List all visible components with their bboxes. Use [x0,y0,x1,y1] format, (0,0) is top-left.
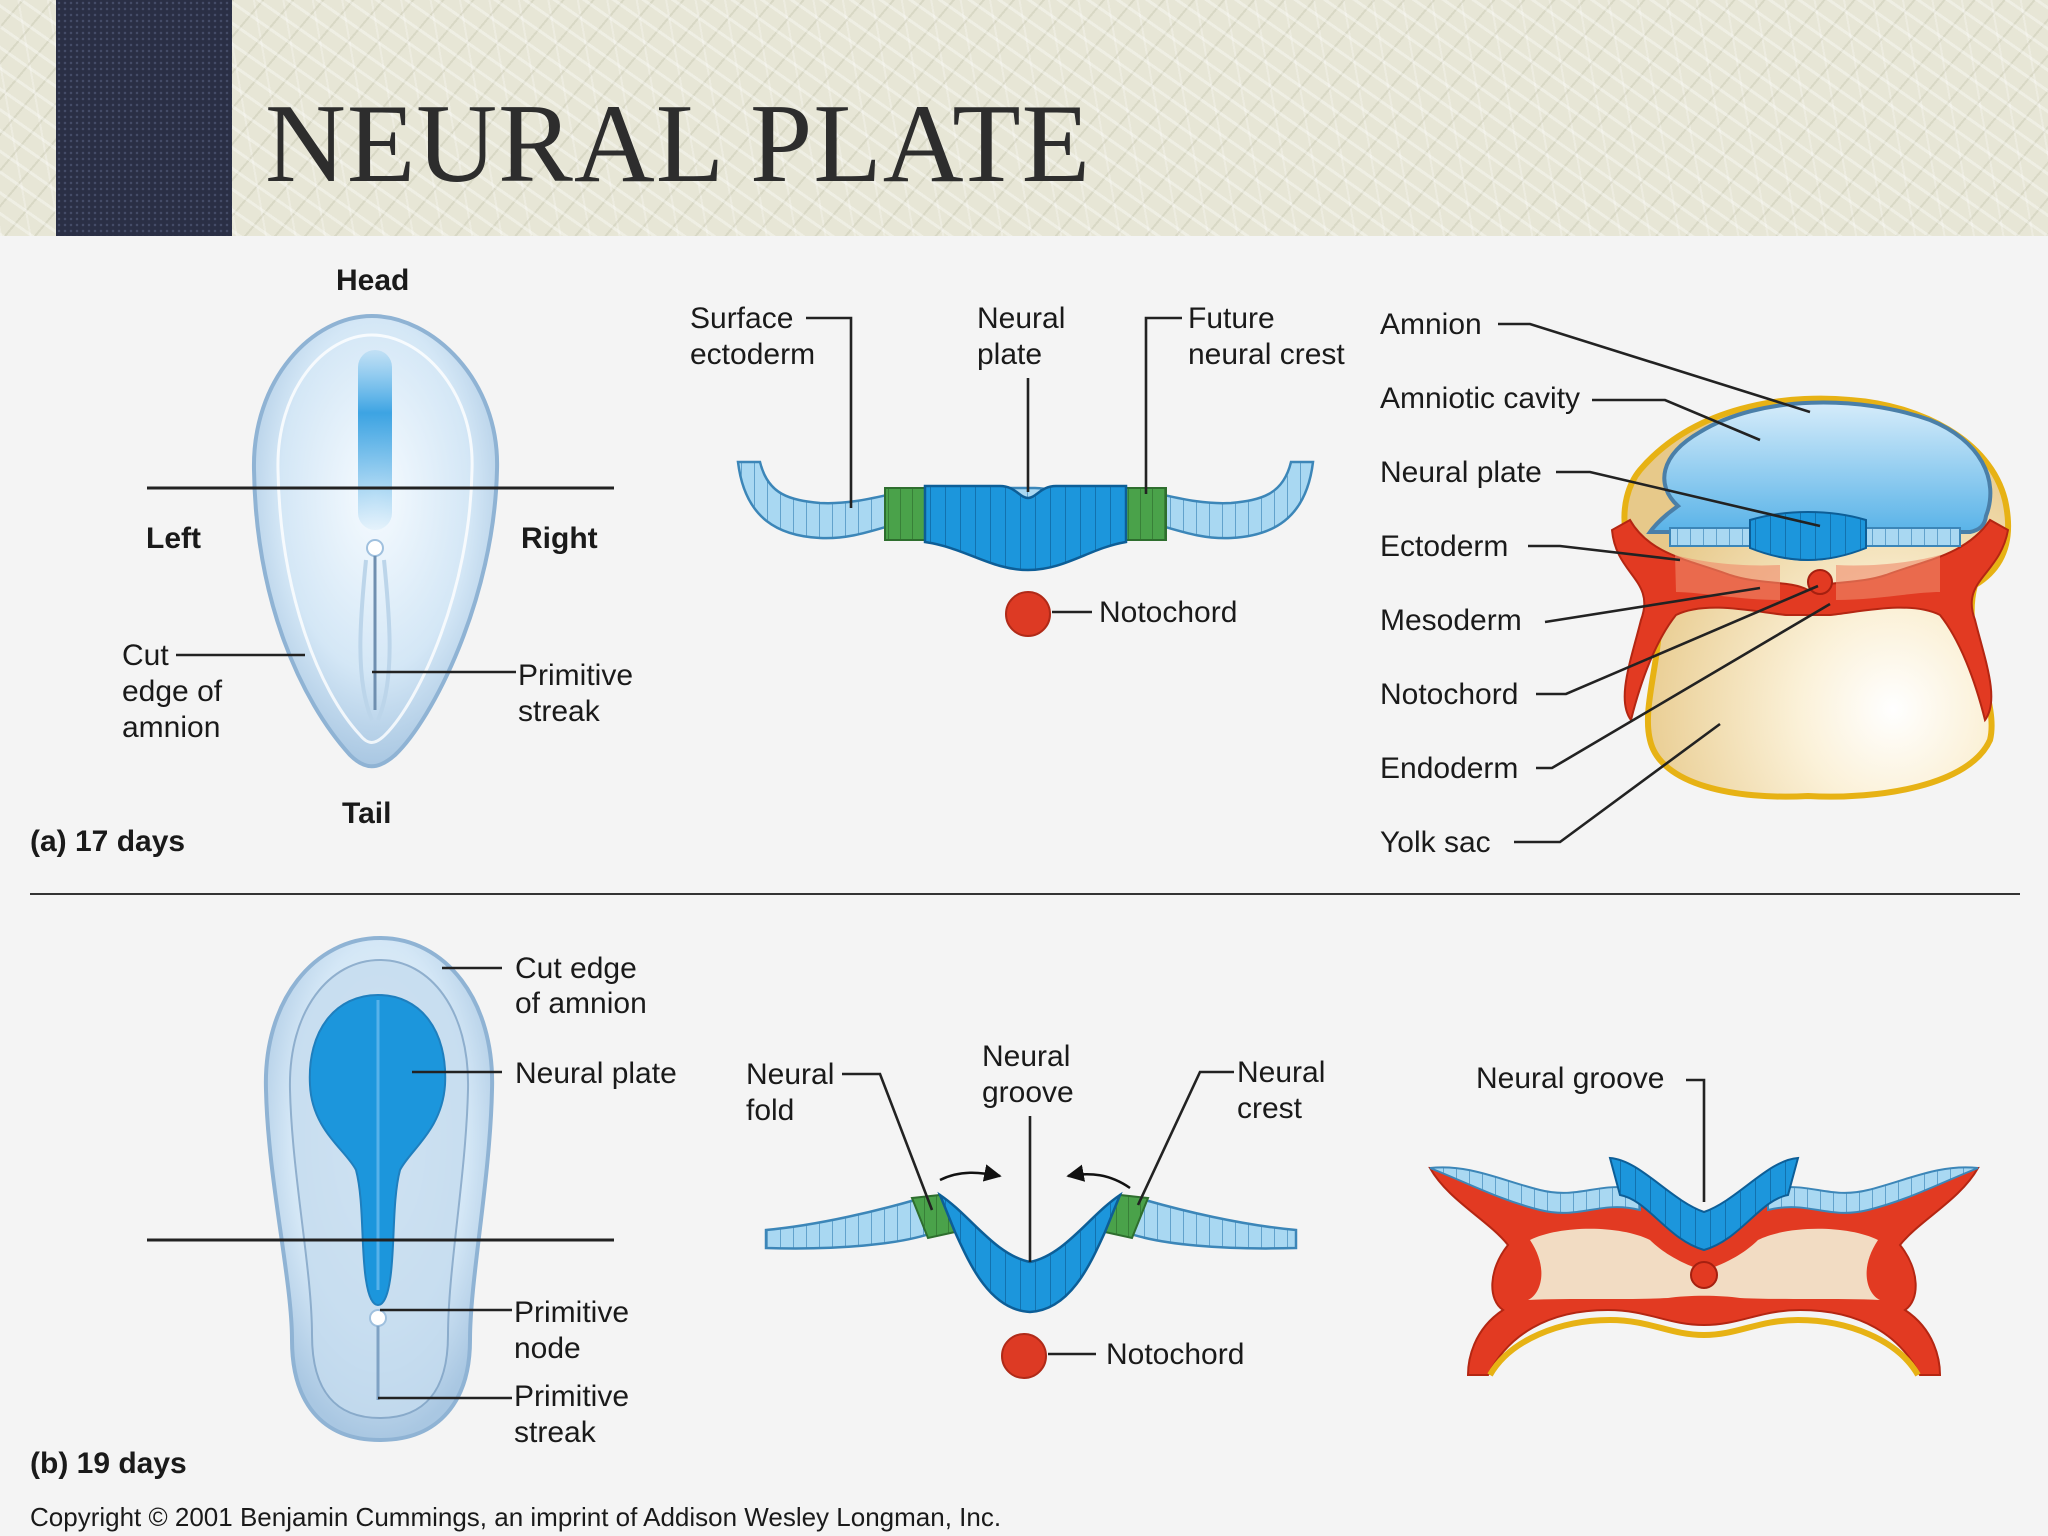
svg-text:crest: crest [1237,1092,1303,1125]
amnion-label: Amnion [1380,308,1482,341]
notochord-a [1005,591,1051,637]
mesoderm-label: Mesoderm [1380,604,1522,637]
ectoderm-label: Ectoderm [1380,530,1508,563]
embryo-17-days [251,313,500,769]
svg-text:Notochord: Notochord [1106,1338,1244,1371]
svg-text:Cut: Cut [122,639,169,672]
endoderm-label: Endoderm [1380,752,1518,785]
primitive-streak-label-a: Primitive streak [372,659,633,728]
neural-plate-figure: Head Tail Left Right Cut edge of amnion … [30,264,2020,1532]
embryo-19-days [263,935,495,1443]
panel-a-caption: (a) 17 days [30,825,185,858]
right-label: Right [521,522,598,555]
svg-text:Neural: Neural [977,302,1065,335]
notochord-b [1001,1333,1047,1379]
yolk-sac-label: Yolk sac [1380,826,1491,859]
svg-text:Notochord: Notochord [1099,596,1237,629]
svg-text:groove: groove [982,1076,1074,1109]
cut-edge-of-amnion-label-a: Cut edge of amnion [122,639,305,744]
svg-text:ectoderm: ectoderm [690,338,815,371]
svg-text:of amnion: of amnion [515,987,647,1020]
svg-text:edge of: edge of [122,675,223,708]
svg-text:Neural groove: Neural groove [1476,1062,1664,1095]
svg-text:Neural plate: Neural plate [515,1057,677,1090]
amniotic-cavity-label: Amniotic cavity [1380,382,1580,415]
notochord-label-b: Notochord [1048,1338,1244,1371]
svg-text:Cut edge: Cut edge [515,952,637,985]
title-banner [0,0,2048,236]
neural-plate-label-a: Neural plate [977,302,1065,492]
notochord-label-a: Notochord [1052,596,1237,629]
primitive-node-label: Primitive node [380,1296,629,1365]
svg-text:streak: streak [518,695,601,728]
neural-fold-label: Neural fold [746,1058,934,1211]
notochord-label-cross: Notochord [1380,678,1518,711]
svg-text:fold: fold [746,1094,794,1127]
neural-groove-label-cross: Neural groove [1476,1062,1706,1202]
svg-text:Primitive: Primitive [518,659,633,692]
svg-text:streak: streak [514,1416,597,1449]
embryo-cross-section-17-days [1610,395,2012,800]
svg-text:Surface: Surface [690,302,793,335]
slide-title: NEURAL PLATE [265,82,1092,206]
neural-groove-label-b: Neural groove [982,1040,1074,1262]
neural-plate-section-17-days [736,460,1315,572]
head-label: Head [336,264,409,297]
neural-groove-section-19-days [764,1164,1298,1314]
neural-plate-label-b: Neural plate [412,1057,677,1090]
svg-text:Neural: Neural [1237,1056,1325,1089]
cut-edge-of-amnion-label-b: Cut edge of amnion [442,952,647,1020]
copyright-notice: Copyright © 2001 Benjamin Cummings, an i… [30,1502,1001,1532]
future-neural-crest-label: Future neural crest [1144,302,1345,494]
panel-b-caption: (b) 19 days [30,1447,187,1480]
svg-text:amnion: amnion [122,711,220,744]
svg-text:Future: Future [1188,302,1275,335]
surface-ectoderm-label: Surface ectoderm [690,302,853,508]
svg-text:Primitive: Primitive [514,1380,629,1413]
title-accent-block [56,0,232,236]
svg-text:Neural: Neural [982,1040,1070,1073]
primitive-streak-label-b: Primitive streak [378,1380,629,1449]
neural-crest-label: Neural crest [1136,1056,1325,1206]
embryo-cross-section-19-days [1428,1156,1980,1377]
svg-text:Neural: Neural [746,1058,834,1091]
neural-plate-label-cross: Neural plate [1380,456,1542,489]
svg-text:Primitive: Primitive [514,1296,629,1329]
cross-section-labels-a: Amnion Amniotic cavity Neural plate Ecto… [1380,308,1831,859]
tail-label: Tail [342,797,391,830]
svg-text:node: node [514,1332,581,1365]
left-label: Left [146,522,201,555]
svg-text:neural crest: neural crest [1188,338,1345,371]
svg-text:plate: plate [977,338,1042,371]
